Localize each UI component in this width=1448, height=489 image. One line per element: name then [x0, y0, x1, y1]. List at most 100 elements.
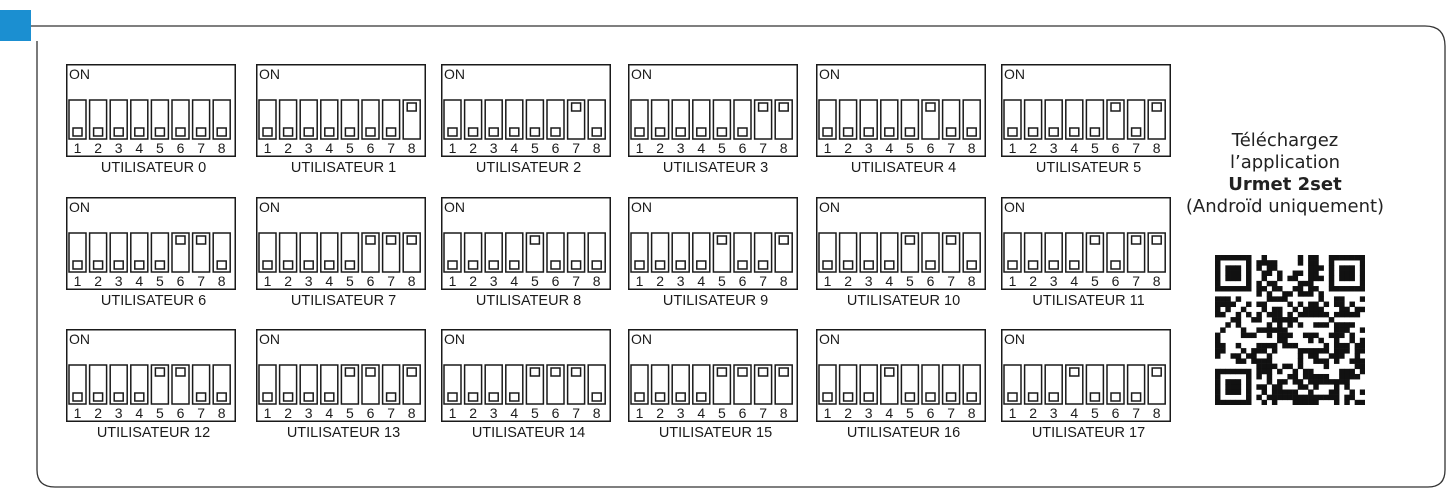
switch-number-6: 6 — [177, 140, 185, 156]
promo-line-download: Téléchargez — [1231, 130, 1339, 151]
switch-2-off — [463, 232, 483, 273]
switch-number-2: 2 — [469, 140, 477, 156]
switch-4-off — [130, 364, 149, 405]
switch-number-8: 8 — [218, 140, 226, 156]
switch-number-3: 3 — [115, 140, 123, 156]
switch-number-3: 3 — [490, 405, 498, 421]
switch-5-on — [900, 232, 920, 273]
switch-number-4: 4 — [135, 405, 143, 421]
switch-3-off — [859, 232, 878, 273]
switch-7-on — [1126, 232, 1146, 273]
switch-3-off — [859, 99, 878, 140]
switch-number-8: 8 — [408, 140, 416, 156]
switch-number-4: 4 — [1070, 140, 1078, 156]
switch-8-off — [587, 364, 606, 405]
switch-5-on — [712, 364, 732, 405]
switch-5-off — [150, 232, 170, 273]
switch-number-1: 1 — [449, 273, 457, 289]
switch-6-on — [546, 364, 565, 405]
on-label: ON — [819, 331, 840, 347]
switch-number-6: 6 — [927, 405, 935, 421]
switch-number-8: 8 — [968, 405, 976, 421]
switch-1-off — [1003, 99, 1022, 140]
switch-4-off — [880, 232, 899, 273]
switch-4-off — [130, 99, 149, 140]
app-download-promo: Téléchargez l’application Urmet 2set (An… — [1180, 130, 1390, 218]
user-label: UTILISATEUR 9 — [662, 293, 769, 309]
switch-number-5: 5 — [156, 273, 164, 289]
switch-number-3: 3 — [677, 140, 685, 156]
switch-1-off — [443, 99, 462, 140]
switch-number-4: 4 — [697, 405, 705, 421]
switch-number-7: 7 — [759, 140, 767, 156]
switch-number-6: 6 — [927, 273, 935, 289]
switch-number-4: 4 — [510, 140, 518, 156]
switch-2-off — [1023, 364, 1043, 405]
switch-number-7: 7 — [947, 140, 955, 156]
switch-number-8: 8 — [593, 405, 601, 421]
switch-number-7: 7 — [197, 273, 205, 289]
switch-3-off — [1044, 232, 1063, 273]
user-label: UTILISATEUR 6 — [100, 293, 207, 309]
switch-number-3: 3 — [115, 405, 123, 421]
switch-number-2: 2 — [284, 273, 292, 289]
on-label: ON — [69, 199, 90, 215]
switch-number-8: 8 — [218, 405, 226, 421]
on-label: ON — [444, 331, 465, 347]
switch-4-on — [880, 364, 899, 405]
switch-6-off — [361, 99, 380, 140]
switch-8-off — [962, 364, 981, 405]
switch-4-off — [320, 232, 339, 273]
switch-7-off — [753, 232, 773, 273]
switch-number-3: 3 — [115, 273, 123, 289]
promo-line-android-only: (Androïd uniquement) — [1185, 196, 1385, 217]
switch-5-on — [150, 364, 170, 405]
switch-number-4: 4 — [885, 273, 893, 289]
on-label: ON — [444, 66, 465, 82]
switch-number-1: 1 — [824, 273, 832, 289]
switch-4-off — [320, 99, 339, 140]
switch-number-4: 4 — [885, 140, 893, 156]
qr-code[interactable] — [1215, 255, 1366, 406]
switch-number-8: 8 — [780, 405, 788, 421]
user-label: UTILISATEUR 3 — [662, 160, 769, 176]
switch-5-off — [340, 232, 360, 273]
switch-7-off — [381, 364, 401, 405]
switch-1-off — [443, 232, 462, 273]
switch-6-on — [921, 99, 940, 140]
switch-number-2: 2 — [656, 140, 664, 156]
on-label: ON — [69, 66, 90, 82]
switch-number-6: 6 — [739, 273, 747, 289]
switch-number-4: 4 — [1070, 405, 1078, 421]
switch-8-off — [212, 232, 231, 273]
switch-number-5: 5 — [346, 140, 354, 156]
switch-number-6: 6 — [1112, 405, 1120, 421]
switch-8-off — [587, 232, 606, 273]
switch-8-off — [587, 99, 606, 140]
switch-1-off — [68, 232, 87, 273]
switch-3-off — [671, 99, 690, 140]
switch-2-off — [278, 364, 298, 405]
switch-7-on — [381, 232, 401, 273]
switch-number-1: 1 — [74, 405, 82, 421]
switch-number-2: 2 — [844, 405, 852, 421]
switch-3-off — [1044, 99, 1063, 140]
user-label: UTILISATEUR 10 — [846, 293, 961, 309]
switch-6-on — [733, 364, 752, 405]
switch-number-7: 7 — [197, 140, 205, 156]
switch-number-6: 6 — [177, 273, 185, 289]
switch-number-5: 5 — [1091, 405, 1099, 421]
switch-2-off — [650, 99, 670, 140]
switch-number-4: 4 — [1070, 273, 1078, 289]
switch-number-8: 8 — [593, 140, 601, 156]
switch-8-on — [1147, 364, 1166, 405]
switch-number-4: 4 — [510, 273, 518, 289]
